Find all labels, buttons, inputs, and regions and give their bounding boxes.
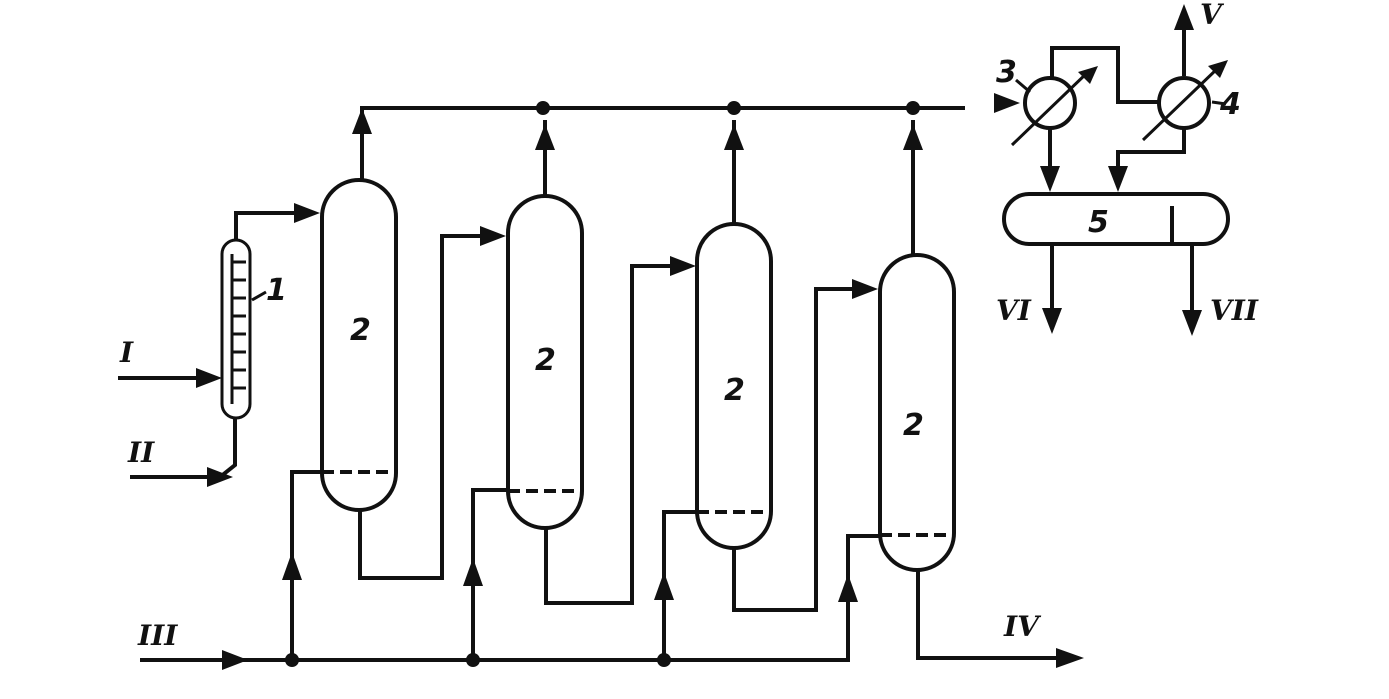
arrow-right-icon: [1056, 648, 1084, 668]
feed-II-line: [130, 418, 237, 479]
stream-IV-label: IV: [1003, 610, 1042, 643]
arrow-up-icon: [352, 108, 372, 134]
heater-number: 1: [266, 273, 287, 308]
arrow-right-icon: [480, 226, 506, 246]
cooler-4: [1141, 60, 1228, 142]
arrowheads: [196, 4, 1202, 670]
separator-number: 5: [1088, 205, 1109, 240]
bottoms-2-to-3: [544, 264, 680, 605]
arrow-up-icon: [1174, 4, 1194, 30]
arrow-right-icon: [222, 650, 248, 670]
steam-to-column-1: [290, 470, 322, 660]
arrow-up-icon: [282, 552, 302, 580]
junction: [285, 653, 299, 667]
condenser-number: 3: [996, 55, 1017, 90]
arrow-right-icon: [294, 203, 320, 223]
bottoms-1-to-2: [358, 234, 488, 580]
arrow-right-icon: [207, 467, 233, 487]
arrow-down-icon: [1182, 310, 1202, 336]
arrow-down-icon: [1108, 166, 1128, 192]
junctions: [285, 101, 920, 667]
labels: 1 2 2 2 2 3 4 5 I II III IV V VI VII: [119, 0, 1259, 652]
arrow-up-icon: [463, 558, 483, 586]
arrow-up-icon: [654, 572, 674, 600]
arrow-right-icon: [994, 93, 1020, 113]
junction: [466, 653, 480, 667]
stream-I-label: I: [119, 336, 134, 369]
leader-lines: [251, 78, 1227, 302]
column-3-number: 2: [724, 373, 745, 408]
junction: [727, 101, 741, 115]
column-2: [506, 194, 584, 530]
column-2-number: 2: [535, 343, 556, 378]
column-1: [320, 178, 398, 512]
bottoms-3-to-4: [732, 287, 862, 612]
steam-to-column-3: [662, 510, 697, 660]
pipes: [118, 22, 1194, 662]
column-1-number: 2: [350, 313, 371, 348]
vapour-header: [360, 106, 965, 180]
arrow-right-icon: [196, 368, 222, 388]
stream-III-label: III: [137, 619, 178, 652]
arrow-up-icon: [535, 124, 555, 150]
vessels: [220, 60, 1230, 572]
stream-VI-label: VI: [996, 294, 1032, 327]
cooler-number: 4: [1219, 87, 1241, 122]
stream-V-label: V: [1200, 0, 1225, 31]
column-4-number: 2: [903, 408, 924, 443]
steam-to-column-2: [471, 488, 508, 660]
column-3: [695, 222, 773, 550]
steam-III-header: [140, 534, 880, 662]
arrow-right-icon: [852, 279, 878, 299]
arrow-up-icon: [724, 124, 744, 150]
condenser-cooler-link: [1050, 46, 1158, 104]
cooler-drain: [1116, 128, 1186, 176]
arrow-up-icon: [838, 574, 858, 602]
heater-1: [220, 238, 252, 420]
product-IV-line: [916, 570, 1060, 660]
arrow-right-icon: [670, 256, 696, 276]
arrow-up-icon: [903, 124, 923, 150]
junction: [906, 101, 920, 115]
stream-VII-label: VII: [1210, 294, 1259, 327]
stream-II-label: II: [127, 436, 155, 469]
junction: [536, 101, 550, 115]
junction: [657, 653, 671, 667]
heater-outlet-line: [234, 211, 305, 240]
arrow-down-icon: [1042, 308, 1062, 334]
column-4: [878, 253, 956, 572]
arrow-down-icon: [1040, 166, 1060, 192]
separator-5: [1002, 192, 1230, 246]
condenser-3: [1010, 66, 1098, 147]
